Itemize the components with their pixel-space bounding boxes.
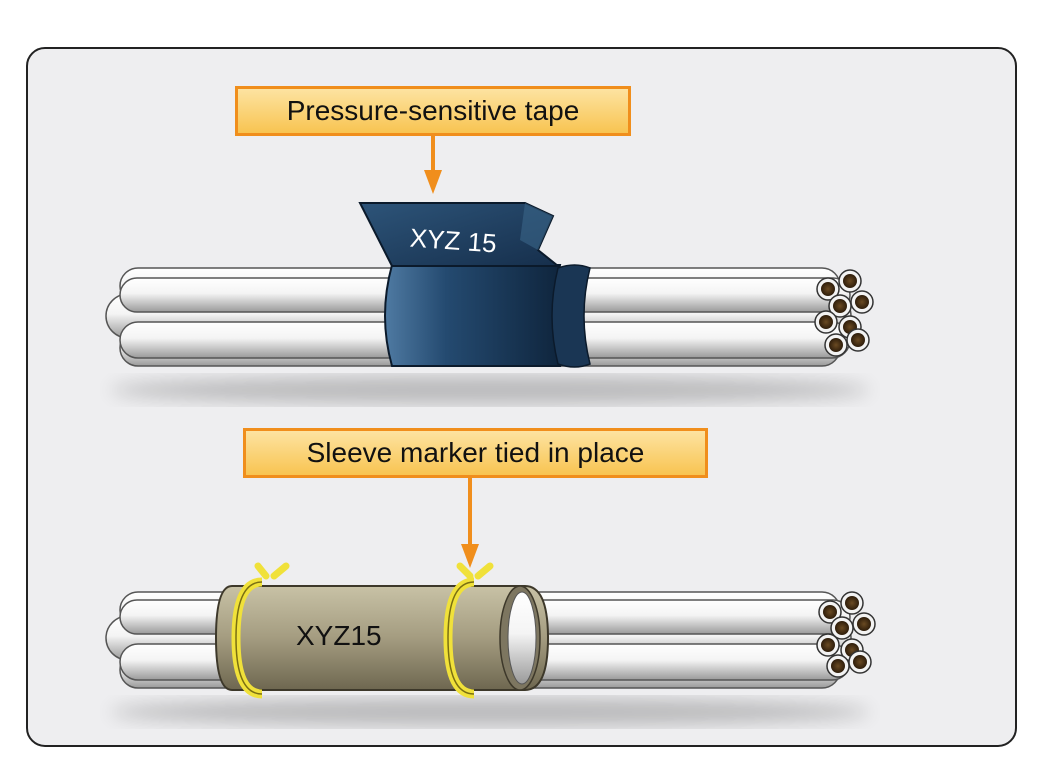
arrow-to-tape xyxy=(424,136,442,194)
arrow-to-sleeve-tie xyxy=(461,478,479,568)
callout-pressure-sensitive-tape: Pressure-sensitive tape xyxy=(235,86,631,136)
callout-sleeve-label: Sleeve marker tied in place xyxy=(306,437,645,468)
sleeve-marker-text: XYZ15 xyxy=(296,620,382,651)
tie-left xyxy=(231,562,290,699)
sleeve-marker: XYZ15 xyxy=(214,585,550,691)
callout-sleeve-marker: Sleeve marker tied in place xyxy=(243,428,708,478)
wire-ends-bottom xyxy=(816,591,876,678)
callout-tape-label: Pressure-sensitive tape xyxy=(286,95,580,126)
wire-ends-top xyxy=(814,269,874,357)
tape-marker-text: XYZ 15 xyxy=(409,223,498,259)
pressure-sensitive-tape-marker: XYZ 15 xyxy=(358,202,591,368)
tie-right xyxy=(443,562,494,699)
